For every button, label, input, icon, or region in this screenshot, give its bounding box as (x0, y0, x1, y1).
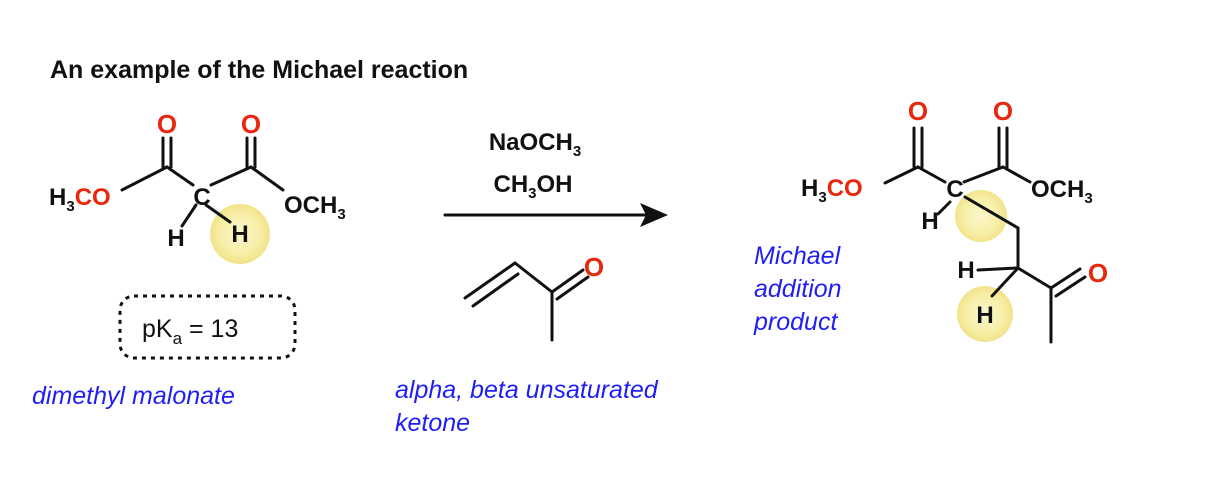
ketone-caption-line-2: ketone (395, 409, 470, 437)
product-caption-line-1: Michael (754, 242, 842, 270)
product-caption-line-2: addition (754, 275, 842, 303)
carbonyl-bond (555, 275, 590, 301)
oxygen-atom: O (1088, 258, 1108, 288)
bond (1001, 165, 1032, 184)
bond (962, 165, 1005, 184)
bond (209, 165, 253, 187)
base-reagent: NaOCH3 (489, 129, 581, 160)
solvent-reagent: CH3OH (493, 171, 572, 202)
new-bond-highlight (955, 190, 1007, 242)
transferred-hydrogen-highlight (957, 286, 1013, 342)
reaction-conditions: NaOCH3 CH3OH (443, 129, 668, 227)
reaction-arrow-head (640, 203, 668, 227)
pka-value: pKa = 13 (142, 315, 238, 348)
methoxy-group-left: H3CO (801, 175, 863, 206)
bond (916, 165, 947, 184)
oxygen-atom: O (157, 109, 177, 139)
michael-product-structure: O O O C H H H H3CO OCH3 Michael addition… (753, 96, 1108, 344)
carbonyl-bond (1049, 267, 1082, 290)
alpha-carbon-atom: C (946, 176, 963, 203)
methoxy-group-right: OCH3 (1031, 176, 1093, 207)
bond (990, 266, 1020, 298)
methoxy-group-left: H3CO (49, 184, 111, 215)
oxygen-atom: O (908, 96, 928, 126)
bond (165, 165, 195, 187)
bond (963, 195, 1020, 230)
bond (976, 266, 1020, 272)
bond (936, 200, 952, 216)
carbonyl-bond (1054, 275, 1087, 298)
malonate-caption: dimethyl malonate (32, 382, 235, 410)
oxygen-atom: O (993, 96, 1013, 126)
bond (120, 165, 169, 192)
diagram-title: An example of the Michael reaction (50, 56, 468, 84)
methoxy-group-right: OCH3 (284, 192, 346, 223)
bond (1016, 266, 1053, 290)
alpha-carbon-atom: C (193, 184, 210, 211)
pka-box (118, 294, 297, 360)
vinyl-double-bond (471, 272, 520, 308)
hydrogen-atom: H (957, 257, 974, 284)
acidic-hydrogen-atom: H (231, 221, 248, 248)
carbonyl-bond (550, 268, 585, 294)
bond (180, 203, 198, 228)
product-caption-line-3: product (753, 308, 838, 336)
unsaturated-ketone-structure: O alpha, beta unsaturated ketone (395, 252, 659, 437)
dimethyl-malonate-structure: O O C H H H3CO OCH3 pKa = 13 dimethyl ma… (32, 109, 346, 410)
added-hydrogen-atom: H (976, 302, 993, 329)
ketone-caption-line-1: alpha, beta unsaturated (395, 376, 659, 404)
bond (513, 261, 554, 294)
bond (249, 165, 285, 192)
hydrogen-atom: H (921, 208, 938, 235)
bond (204, 203, 232, 224)
bond (883, 165, 920, 185)
oxygen-atom: O (584, 252, 604, 282)
vinyl-double-bond (463, 261, 517, 300)
hydrogen-atom: H (167, 225, 184, 252)
oxygen-atom: O (241, 109, 261, 139)
